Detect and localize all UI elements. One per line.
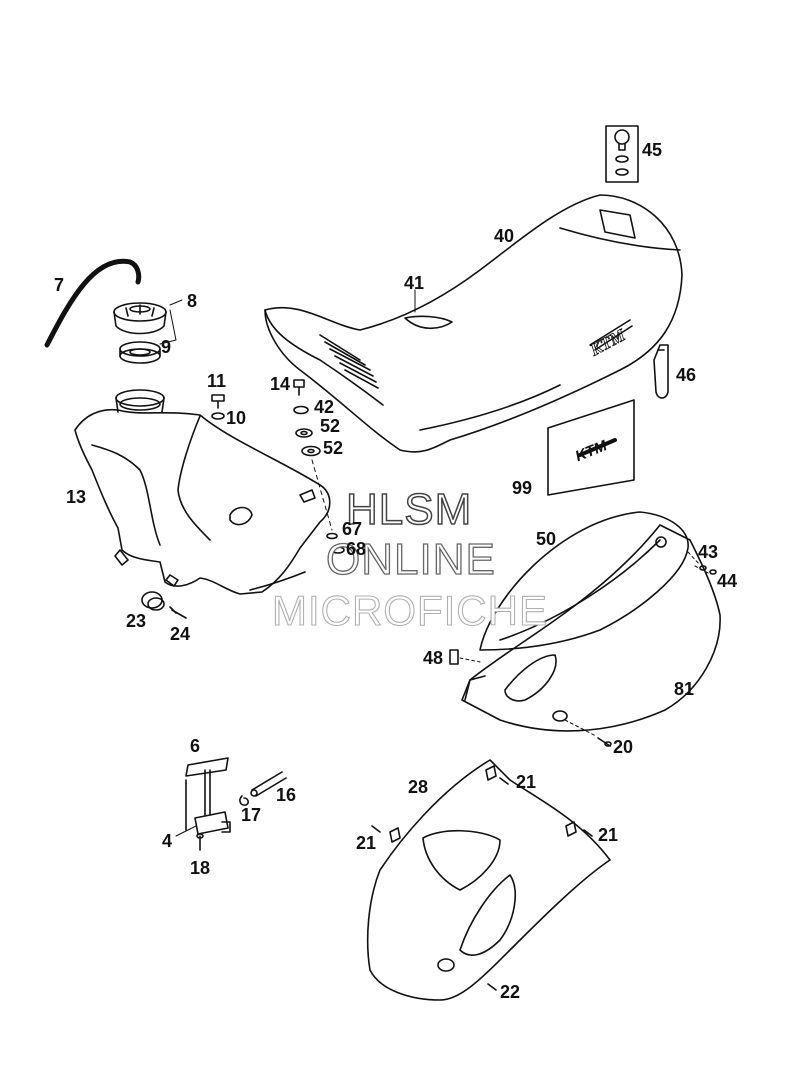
callout-22[interactable]: 22 — [500, 982, 521, 1002]
fuel-hose — [250, 771, 287, 797]
callout-17[interactable]: 17 — [241, 805, 262, 825]
seat-ktm-logo: KTM — [586, 325, 630, 358]
seat-screw-stack — [605, 125, 639, 183]
small-washers — [326, 532, 345, 554]
callout-10[interactable]: 10 — [226, 408, 247, 428]
seat-strap — [653, 344, 669, 399]
callout-20[interactable]: 20 — [613, 737, 634, 757]
tank-screw-24 — [169, 606, 187, 619]
callout-21-c[interactable]: 21 — [598, 825, 619, 845]
callout-7[interactable]: 7 — [54, 275, 65, 295]
callout-14[interactable]: 14 — [270, 374, 291, 394]
ktm-decal — [547, 399, 635, 496]
leader-4 — [175, 825, 197, 837]
leader-dashed-tank — [311, 459, 333, 531]
callout-16[interactable]: 16 — [276, 785, 297, 805]
radiator-shroud — [366, 759, 611, 1001]
callout-23[interactable]: 23 — [126, 611, 147, 631]
callout-40[interactable]: 40 — [494, 226, 515, 246]
seat — [264, 194, 683, 453]
hose-clip — [239, 795, 249, 806]
cap-gasket — [119, 341, 161, 364]
callout-46[interactable]: 46 — [676, 365, 697, 385]
tank-grommet — [141, 591, 165, 611]
panel-clip — [449, 649, 481, 665]
svg-text:KTM: KTM — [573, 437, 610, 465]
callout-42[interactable]: 42 — [314, 397, 335, 417]
callout-11[interactable]: 11 — [207, 371, 227, 391]
seat-bolt-stack — [293, 379, 321, 457]
leader-8-9 — [159, 299, 183, 345]
callout-24[interactable]: 24 — [170, 624, 191, 644]
watermark-line-1: HLSM — [345, 485, 473, 534]
callout-50[interactable]: 50 — [536, 529, 557, 549]
callout-52-b[interactable]: 52 — [323, 438, 344, 458]
callout-8[interactable]: 8 — [187, 291, 198, 311]
breather-hose — [44, 258, 142, 348]
fuel-cap — [113, 302, 167, 335]
callout-67[interactable]: 67 — [342, 519, 363, 539]
callout-6[interactable]: 6 — [190, 736, 201, 756]
callout-21-b[interactable]: 21 — [356, 833, 377, 853]
watermark-line-2: ONLINE — [325, 535, 496, 584]
callout-13[interactable]: 13 — [66, 487, 87, 507]
callout-45[interactable]: 45 — [642, 140, 663, 160]
callout-41[interactable]: 41 — [404, 273, 425, 293]
panel-screw-20 — [564, 719, 612, 747]
callout-99[interactable]: 99 — [512, 478, 533, 498]
callout-28[interactable]: 28 — [408, 777, 429, 797]
panel-bolts — [699, 565, 717, 575]
callout-18[interactable]: 18 — [190, 858, 211, 878]
svg-text:KTM: KTM — [586, 325, 629, 358]
shroud-screws — [371, 777, 593, 991]
callout-48[interactable]: 48 — [423, 648, 444, 668]
callout-21-a[interactable]: 21 — [516, 772, 537, 792]
callout-81[interactable]: 81 — [674, 679, 695, 699]
watermark-line-3: MICROFICHE — [271, 587, 548, 634]
fuel-tank — [74, 389, 331, 595]
callout-44[interactable]: 44 — [717, 571, 738, 591]
tank-screw — [211, 394, 225, 420]
side-panel — [479, 511, 689, 651]
number-plate — [461, 524, 721, 732]
callout-68[interactable]: 68 — [346, 539, 367, 559]
callout-43[interactable]: 43 — [698, 542, 719, 562]
tap-screw — [196, 833, 204, 851]
decal-ktm-logo: KTM — [573, 437, 610, 465]
callout-4[interactable]: 4 — [162, 831, 173, 851]
callout-9[interactable]: 9 — [161, 337, 172, 357]
callout-52-a[interactable]: 52 — [320, 416, 341, 436]
fuel-tap — [185, 757, 231, 835]
